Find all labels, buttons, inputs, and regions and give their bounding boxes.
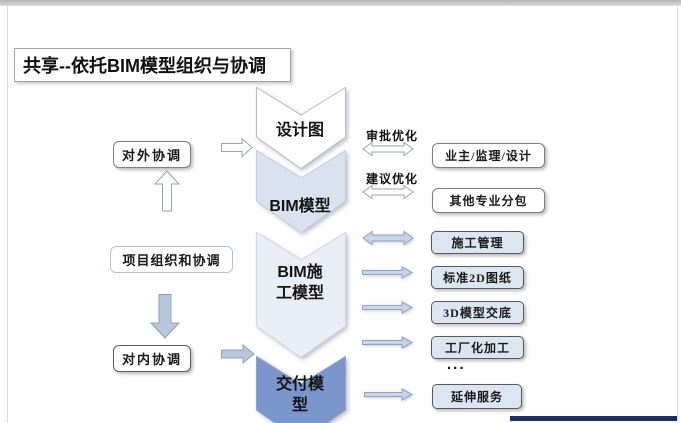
internal-coordination-box: 对内协调 (113, 345, 191, 372)
project-organization-label: 项目组织和协调 (122, 253, 221, 268)
other-subcontractors-box: 其他专业分包 (432, 188, 545, 213)
step-bim-model-label: BIM模型 (269, 198, 331, 215)
right-arrow-internal-icon (221, 343, 255, 365)
3d-model-disclosure-label: 3D模型交底 (443, 306, 512, 320)
standard-2d-drawings-box: 标准2D图纸 (431, 266, 524, 289)
suggestion-optimization-label: 建议优化 (366, 172, 419, 186)
owner-supervision-design-label: 业主/监理/设计 (445, 149, 532, 163)
extended-services-box: 延伸服务 (432, 384, 522, 409)
other-subcontractors-label: 其他专业分包 (449, 194, 528, 208)
up-arrow-icon (153, 170, 181, 212)
approval-optimization-label: 审批优化 (366, 129, 419, 143)
step-delivery-label: 交付模型 (275, 376, 324, 414)
chevron-step-2 (256, 149, 346, 234)
slide-title: 共享--依托BIM模型组织与协调 (14, 48, 291, 82)
down-arrow-icon (149, 294, 181, 339)
slide-right-edge (677, 6, 678, 423)
3d-model-disclosure-box: 3D模型交底 (431, 301, 524, 324)
construction-management-label: 施工管理 (451, 236, 504, 250)
factory-processing-label: 工厂化加工 (444, 341, 510, 355)
step-bim-construction-label: BIM施工模型 (275, 264, 324, 302)
standard-2d-drawings-label: 标准2D图纸 (443, 271, 512, 285)
window-top-bar (0, 0, 681, 6)
chevron-step-3 (256, 231, 346, 359)
right-arrow-factory-icon (362, 336, 414, 349)
project-organization-box: 项目组织和协调 (110, 246, 233, 273)
double-arrow-approval-icon (362, 141, 414, 157)
right-arrow-2d-icon (362, 266, 414, 279)
extended-services-label: 延伸服务 (450, 390, 503, 404)
right-arrow-3d-icon (362, 301, 414, 314)
bottom-navy-bar (510, 416, 677, 421)
ellipsis-label: ... (447, 356, 466, 373)
owner-supervision-design-box: 业主/监理/设计 (432, 143, 545, 168)
chevron-step-4 (256, 355, 346, 423)
double-arrow-management-icon (362, 230, 414, 246)
external-coordination-box: 对外协调 (113, 141, 191, 168)
right-arrow-extend-icon (364, 388, 414, 401)
slide-title-text: 共享--依托BIM模型组织与协调 (23, 56, 266, 76)
step-design-label: 设计图 (275, 122, 324, 139)
slide-left-edge (7, 6, 8, 423)
external-coordination-label: 对外协调 (121, 148, 182, 163)
construction-management-box: 施工管理 (431, 231, 524, 254)
double-arrow-suggestion-icon (362, 184, 414, 200)
factory-processing-box: 工厂化加工 (431, 336, 524, 359)
internal-coordination-label: 对内协调 (121, 352, 182, 367)
right-arrow-external-icon (221, 137, 253, 158)
chevron-step-1 (256, 86, 346, 170)
